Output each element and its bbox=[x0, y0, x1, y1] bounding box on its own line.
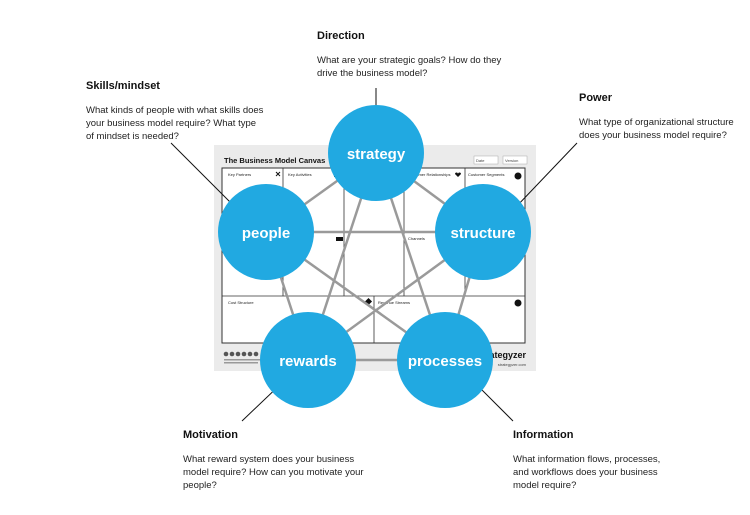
annotation-power-desc: What type of organizational structure do… bbox=[579, 117, 734, 141]
circle-rewards-label: rewards bbox=[279, 353, 337, 370]
annotation-motivation-desc: What reward system does your business mo… bbox=[183, 454, 364, 491]
annotation-skills-title: Skills/mindset bbox=[86, 80, 160, 92]
annotation-information: Information What information flows, proc… bbox=[513, 429, 678, 492]
annotation-direction-title: Direction bbox=[317, 30, 365, 42]
license-icons bbox=[223, 351, 259, 357]
canvas-date-label: Date bbox=[476, 158, 485, 163]
block-channels: Channels bbox=[408, 236, 425, 241]
annotation-information-title: Information bbox=[513, 429, 574, 441]
link-icon bbox=[275, 171, 281, 177]
circle-strategy: strategy bbox=[328, 105, 424, 201]
annotation-direction-desc: What are your strategic goals? How do th… bbox=[317, 55, 502, 79]
money-bag-icon bbox=[514, 299, 522, 307]
circle-strategy-label: strategy bbox=[347, 146, 406, 163]
block-cost-structure: Cost Structure bbox=[228, 300, 254, 305]
leader-power bbox=[514, 142, 578, 209]
annotation-power-title: Power bbox=[579, 92, 613, 104]
annotation-motivation: Motivation What reward system does your … bbox=[183, 429, 373, 492]
brand-url: strategyzer.com bbox=[498, 362, 527, 367]
heart-icon bbox=[455, 172, 461, 177]
annotation-direction: Direction What are your strategic goals?… bbox=[317, 30, 507, 80]
circle-structure: structure bbox=[435, 184, 531, 280]
circle-processes-label: processes bbox=[408, 353, 482, 370]
canvas-version-label: Version bbox=[505, 158, 518, 163]
block-customer-relationships: Customer Relationships bbox=[408, 172, 450, 177]
annotation-power: Power What type of organizational struct… bbox=[579, 92, 749, 142]
canvas-footer: strategyzer strategyzer.com bbox=[223, 350, 527, 367]
key-resources-icon bbox=[336, 237, 343, 241]
circle-structure-label: structure bbox=[450, 225, 515, 242]
block-key-activities: Key Activities bbox=[288, 172, 312, 177]
annotation-skills-desc: What kinds of people with what skills do… bbox=[86, 105, 264, 142]
leader-skills bbox=[170, 142, 237, 209]
segments-icon bbox=[514, 172, 522, 180]
annotation-motivation-title: Motivation bbox=[183, 429, 238, 441]
circle-rewards: rewards bbox=[260, 312, 356, 408]
canvas-title: The Business Model Canvas bbox=[224, 156, 325, 165]
circle-people-label: people bbox=[242, 225, 290, 242]
annotation-skills: Skills/mindset What kinds of people with… bbox=[86, 80, 266, 143]
block-revenue-streams: Revenue Streams bbox=[378, 300, 410, 305]
circle-processes: processes bbox=[397, 312, 493, 408]
annotation-information-desc: What information flows, processes, and w… bbox=[513, 454, 661, 491]
block-customer-segments: Customer Segments bbox=[468, 172, 504, 177]
brand-logo-text: strategyzer bbox=[478, 350, 527, 360]
block-key-partners: Key Partners bbox=[228, 172, 251, 177]
circle-people: people bbox=[218, 184, 314, 280]
